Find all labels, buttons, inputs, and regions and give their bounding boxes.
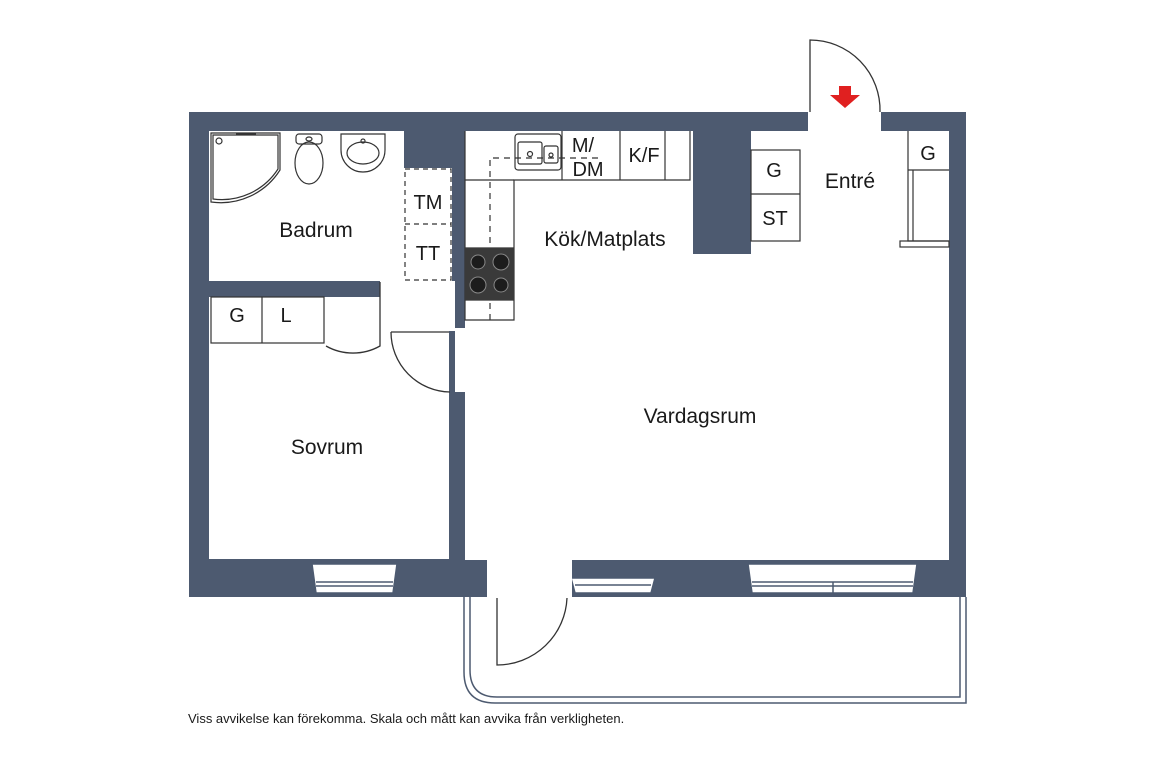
sovrum-wardrobe	[210, 296, 325, 344]
fixture-labels: TM TT M/ DM K/F G ST G G L	[229, 135, 936, 327]
label-g-entre: G	[766, 160, 782, 182]
doors	[325, 39, 881, 666]
label-badrum: Badrum	[279, 219, 353, 242]
label-kok: Kök/Matplats	[544, 228, 665, 251]
entre-floor	[751, 131, 949, 261]
label-dm: DM	[572, 159, 603, 181]
shower-icon	[210, 132, 281, 204]
disclaimer-text: Viss avvikelse kan förekomma. Skala och …	[188, 711, 625, 726]
bathroom-fixtures	[210, 132, 386, 204]
entry-arrow-icon	[830, 86, 860, 108]
door-entry	[809, 39, 881, 113]
label-vardagsrum: Vardagsrum	[644, 405, 757, 428]
hall-floor	[380, 281, 455, 331]
label-g-sov: G	[229, 305, 245, 327]
label-l-sov: L	[280, 305, 291, 327]
room-labels: Badrum Kök/Matplats Entré Sovrum Vardags…	[279, 170, 875, 459]
entre-lower-floor	[693, 254, 949, 274]
living-door-gap	[455, 328, 467, 392]
windows	[311, 563, 918, 594]
entre-cabinets	[750, 131, 950, 248]
room-interiors	[209, 100, 949, 560]
door-balcony	[496, 597, 568, 666]
label-kf: K/F	[628, 145, 659, 167]
balcony-door-opening	[487, 560, 572, 598]
label-m: M/	[572, 135, 595, 157]
label-sovrum: Sovrum	[291, 436, 363, 459]
label-st: ST	[762, 208, 788, 230]
label-tt: TT	[416, 243, 440, 265]
tm-tt-box	[404, 168, 452, 281]
label-entre: Entré	[825, 170, 875, 193]
balcony	[463, 597, 967, 704]
door-badrum	[325, 282, 381, 354]
sink-icon	[340, 133, 386, 173]
vardagsrum-floor	[465, 320, 949, 560]
label-tm: TM	[414, 192, 443, 214]
kitchen-sink-icon	[514, 133, 562, 171]
sovrum-floor	[209, 297, 449, 559]
stove-icon	[465, 248, 514, 300]
door-sovrum	[390, 331, 451, 393]
label-g-right: G	[920, 143, 936, 165]
window-sovrum	[311, 563, 398, 594]
badrum-floor	[209, 131, 404, 281]
toilet-icon	[294, 133, 324, 185]
